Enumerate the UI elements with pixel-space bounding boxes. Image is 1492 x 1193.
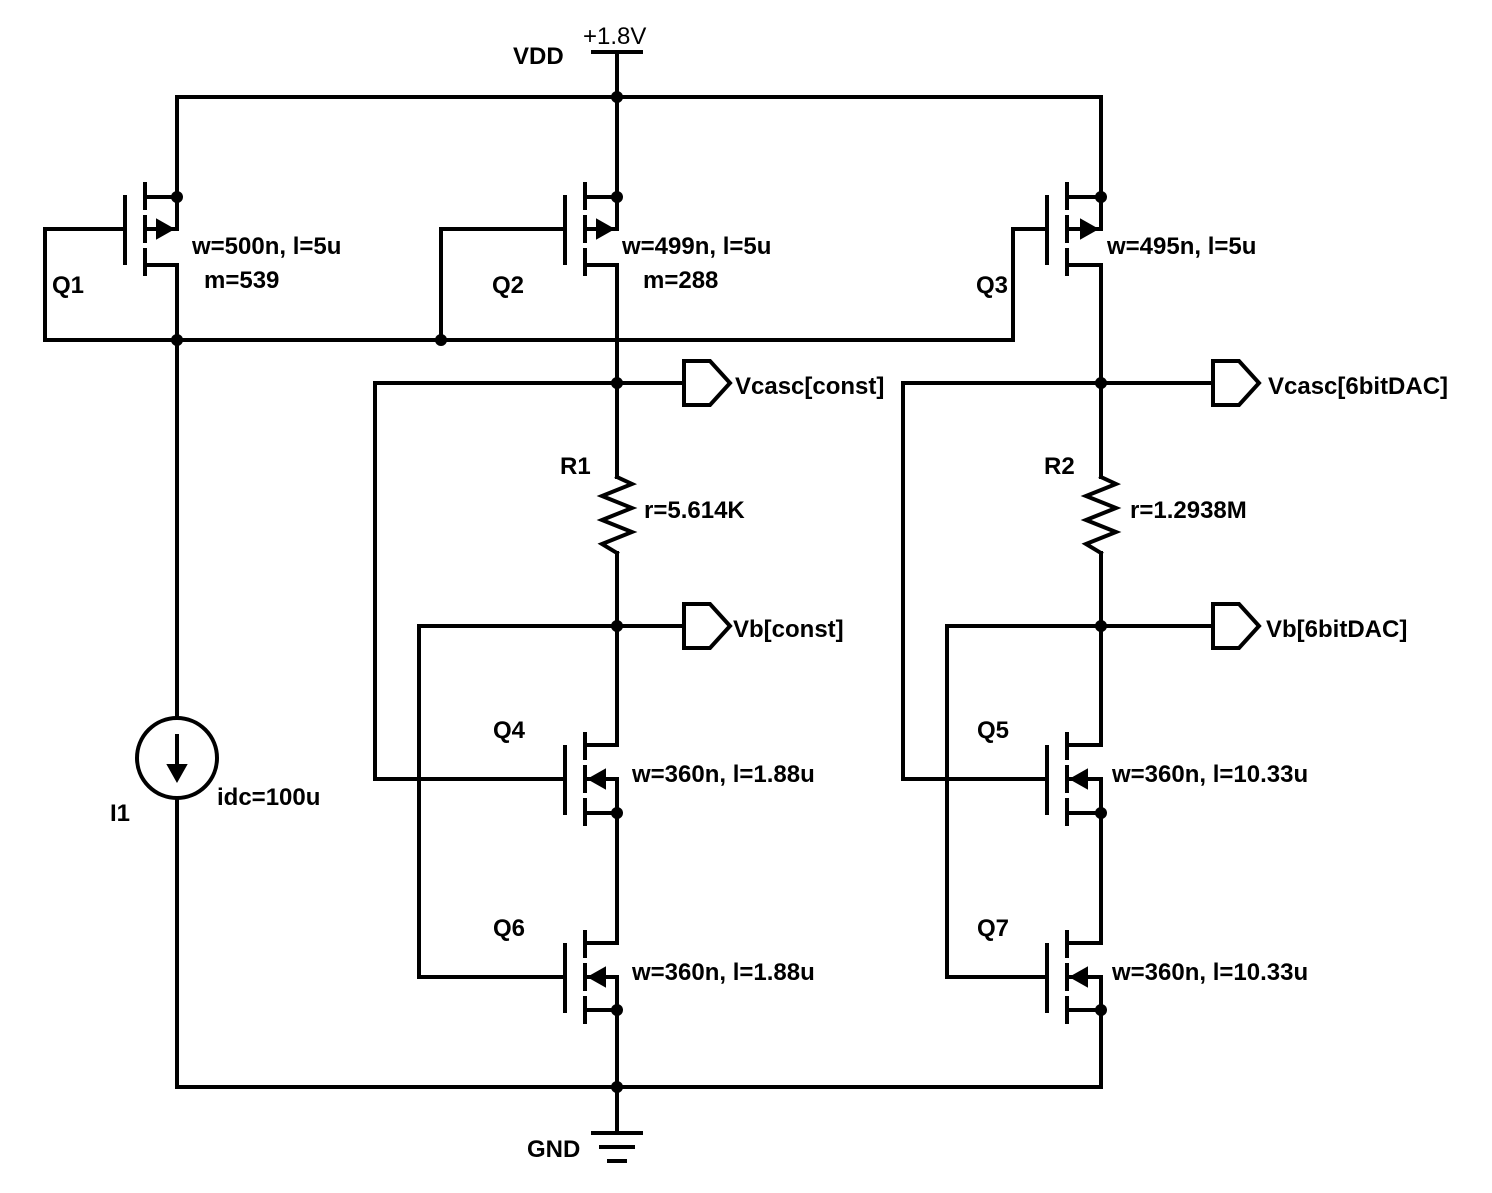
dac-branch-wires	[901, 263, 1215, 979]
q4-body-arrow-icon	[586, 768, 606, 790]
r2-value-label: r=1.2938M	[1130, 497, 1247, 524]
q4-nmos-transistor	[563, 732, 619, 826]
r1-value-label: r=5.614K	[644, 497, 745, 524]
q1-size-label: w=500n, l=5u	[191, 233, 341, 260]
q2-mult-label: m=288	[643, 267, 718, 294]
ground-rail	[175, 796, 1103, 1089]
vb-const-label: Vb[const]	[733, 616, 844, 643]
q7-body-arrow-icon	[1068, 966, 1088, 988]
q2-size-label: w=499n, l=5u	[621, 233, 771, 260]
q1-mult-label: m=539	[204, 267, 279, 294]
pmos-gate-net	[43, 227, 1049, 720]
vcasc-const-label: Vcasc[const]	[735, 373, 884, 400]
q5-label: Q5	[977, 717, 1009, 744]
q5-nmos-transistor	[1045, 732, 1103, 826]
q3-body-arrow-icon	[1080, 218, 1100, 240]
i1-label: I1	[110, 800, 130, 827]
q5-size-label: w=360n, l=10.33u	[1111, 761, 1308, 788]
vdd-supply-symbol	[591, 50, 643, 99]
const-branch-wires	[373, 263, 686, 979]
q5-body-arrow-icon	[1068, 768, 1088, 790]
q2-label: Q2	[492, 272, 524, 299]
q1-pmos-transistor	[123, 182, 179, 276]
vcasc-const-port-icon	[682, 359, 733, 407]
r1-label: R1	[560, 453, 591, 480]
vb-dac-port-icon	[1211, 602, 1262, 650]
q3-label: Q3	[976, 272, 1008, 299]
vcasc-dac-port-icon	[1211, 359, 1262, 407]
q2-body-arrow-icon	[596, 218, 616, 240]
ground-symbol	[591, 1085, 643, 1163]
i1-value-label: idc=100u	[217, 784, 320, 811]
q7-label: Q7	[977, 915, 1009, 942]
vdd-label: VDD	[513, 43, 564, 70]
vcasc-dac-label: Vcasc[6bitDAC]	[1268, 373, 1448, 400]
q1-label: Q1	[52, 272, 84, 299]
r2-label: R2	[1044, 453, 1075, 480]
vb-const-port-icon	[682, 602, 733, 650]
q7-nmos-transistor	[1045, 930, 1103, 1024]
q1-body-arrow-icon	[156, 218, 176, 240]
junction-dots	[171, 91, 1107, 1093]
q2-pmos-transistor	[563, 182, 619, 276]
q4-size-label: w=360n, l=1.88u	[631, 761, 815, 788]
q4-label: Q4	[493, 717, 526, 744]
i1-current-source	[135, 716, 219, 800]
q6-size-label: w=360n, l=1.88u	[631, 959, 815, 986]
q6-label: Q6	[493, 915, 525, 942]
q7-size-label: w=360n, l=10.33u	[1111, 959, 1308, 986]
r1-resistor	[596, 474, 638, 556]
q6-nmos-transistor	[563, 930, 619, 1024]
vdd-voltage-label: +1.8V	[583, 23, 646, 50]
gnd-label: GND	[527, 1136, 580, 1163]
i1-current-arrow-icon	[166, 764, 188, 784]
vdd-rail	[175, 95, 1103, 199]
q3-pmos-transistor	[1045, 182, 1103, 276]
r2-resistor	[1080, 474, 1122, 556]
vb-dac-label: Vb[6bitDAC]	[1266, 616, 1407, 643]
q3-size-label: w=495n, l=5u	[1106, 233, 1256, 260]
q6-body-arrow-icon	[586, 966, 606, 988]
